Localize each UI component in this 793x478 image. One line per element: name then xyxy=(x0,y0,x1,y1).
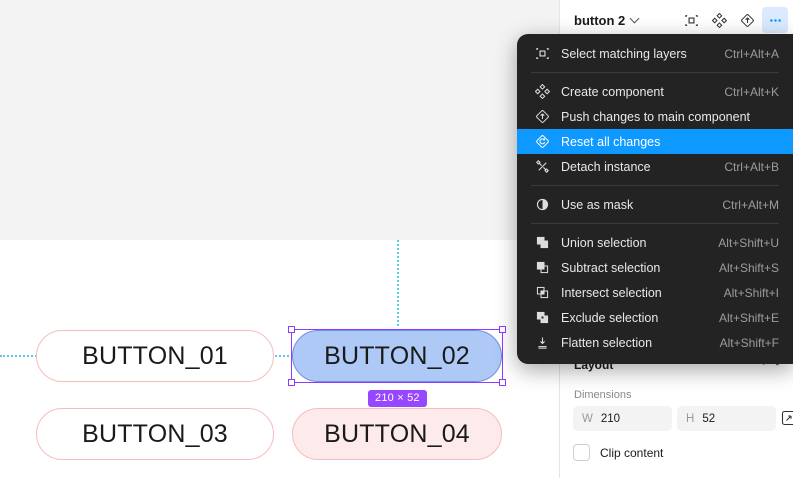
design-canvas[interactable]: BUTTON_01 BUTTON_02 BUTTON_03 BUTTON_04 … xyxy=(0,0,559,478)
menu-item-shortcut: Ctrl+Alt+A xyxy=(724,46,779,61)
menu-item-shortcut: Ctrl+Alt+M xyxy=(722,197,779,212)
height-value: 52 xyxy=(702,412,716,425)
menu-item-shortcut: Ctrl+Alt+B xyxy=(724,159,779,174)
height-input[interactable]: H 52 xyxy=(677,406,776,431)
menu-item-shortcut: Alt+Shift+I xyxy=(723,285,779,300)
clip-content-row[interactable]: Clip content xyxy=(573,444,663,461)
resize-handle-top-right[interactable] xyxy=(499,326,506,333)
select-matching-layers-icon[interactable] xyxy=(678,7,704,33)
push-changes-icon xyxy=(531,109,553,124)
create-component-icon[interactable] xyxy=(706,7,732,33)
panel-title: button 2 xyxy=(574,12,626,28)
menu-item-label: Subtract selection xyxy=(561,260,661,275)
menu-item-label: Select matching layers xyxy=(561,46,687,61)
menu-item-push-changes-to-main-component[interactable]: Push changes to main component xyxy=(517,104,793,129)
resize-handle-bottom-left[interactable] xyxy=(288,379,295,386)
menu-item-union-selection[interactable]: Union selection Alt+Shift+U xyxy=(517,230,793,255)
menu-item-shortcut: Alt+Shift+F xyxy=(719,335,779,350)
create-component-icon xyxy=(531,84,553,99)
menu-item-create-component[interactable]: Create component Ctrl+Alt+K xyxy=(517,79,793,104)
detach-instance-icon xyxy=(531,159,553,174)
menu-separator xyxy=(531,185,779,186)
menu-separator xyxy=(531,223,779,224)
chevron-down-icon[interactable] xyxy=(631,14,640,23)
union-selection-icon xyxy=(531,235,553,250)
menu-item-shortcut: Alt+Shift+S xyxy=(718,260,779,275)
canvas-button-02[interactable]: BUTTON_02 xyxy=(292,330,502,382)
push-changes-icon[interactable] xyxy=(734,7,760,33)
menu-item-label: Push changes to main component xyxy=(561,109,751,124)
menu-item-label: Create component xyxy=(561,84,664,99)
panel-header-icons xyxy=(678,7,788,33)
reset-changes-icon xyxy=(531,134,553,149)
menu-item-flatten-selection[interactable]: Flatten selection Alt+Shift+F xyxy=(517,330,793,355)
menu-item-label: Flatten selection xyxy=(561,335,653,350)
proportion-lock-icon[interactable] xyxy=(781,410,793,426)
menu-item-label: Exclude selection xyxy=(561,310,659,325)
menu-item-subtract-selection[interactable]: Subtract selection Alt+Shift+S xyxy=(517,255,793,280)
canvas-button-02-label: BUTTON_02 xyxy=(324,341,470,370)
width-input[interactable]: W 210 xyxy=(573,406,672,431)
resize-handle-top-left[interactable] xyxy=(288,326,295,333)
dimensions-label: Dimensions xyxy=(574,389,632,401)
menu-item-label: Union selection xyxy=(561,235,647,250)
context-menu[interactable]: Select matching layers Ctrl+Alt+A Create c… xyxy=(517,34,793,364)
menu-item-shortcut: Ctrl+Alt+K xyxy=(724,84,779,99)
alignment-guide-vertical xyxy=(397,240,399,326)
menu-item-label: Detach instance xyxy=(561,159,651,174)
more-options-icon[interactable] xyxy=(762,7,788,33)
canvas-button-01[interactable]: BUTTON_01 xyxy=(36,330,274,382)
height-key: H xyxy=(686,412,695,425)
dimension-badge: 210 × 52 xyxy=(368,390,427,407)
menu-item-shortcut: Alt+Shift+E xyxy=(718,310,779,325)
menu-item-use-as-mask[interactable]: Use as mask Ctrl+Alt+M xyxy=(517,192,793,217)
panel-header: button 2 xyxy=(560,0,793,40)
select-matching-layers-icon xyxy=(531,46,553,61)
canvas-button-03-label: BUTTON_03 xyxy=(82,419,228,448)
menu-item-label: Intersect selection xyxy=(561,285,662,300)
menu-separator xyxy=(531,72,779,73)
canvas-button-04-label: BUTTON_04 xyxy=(324,419,470,448)
menu-item-shortcut: Alt+Shift+U xyxy=(718,235,779,250)
clip-content-label: Clip content xyxy=(600,445,664,460)
mask-icon xyxy=(531,197,553,212)
width-value: 210 xyxy=(600,412,621,425)
flatten-selection-icon xyxy=(531,335,553,350)
canvas-button-04[interactable]: BUTTON_04 xyxy=(292,408,502,460)
width-key: W xyxy=(582,412,593,425)
menu-item-reset-all-changes[interactable]: Reset all changes xyxy=(517,129,793,154)
menu-item-intersect-selection[interactable]: Intersect selection Alt+Shift+I xyxy=(517,280,793,305)
canvas-button-01-label: BUTTON_01 xyxy=(82,341,228,370)
menu-item-label: Reset all changes xyxy=(561,134,661,149)
canvas-top-band xyxy=(0,0,559,240)
menu-item-select-matching-layers[interactable]: Select matching layers Ctrl+Alt+A xyxy=(517,41,793,66)
canvas-button-03[interactable]: BUTTON_03 xyxy=(36,408,274,460)
exclude-selection-icon xyxy=(531,310,553,325)
intersect-selection-icon xyxy=(531,285,553,300)
menu-item-label: Use as mask xyxy=(561,197,634,212)
resize-handle-bottom-right[interactable] xyxy=(499,379,506,386)
subtract-selection-icon xyxy=(531,260,553,275)
clip-content-checkbox[interactable] xyxy=(573,444,590,461)
menu-item-detach-instance[interactable]: Detach instance Ctrl+Alt+B xyxy=(517,154,793,179)
menu-item-exclude-selection[interactable]: Exclude selection Alt+Shift+E xyxy=(517,305,793,330)
